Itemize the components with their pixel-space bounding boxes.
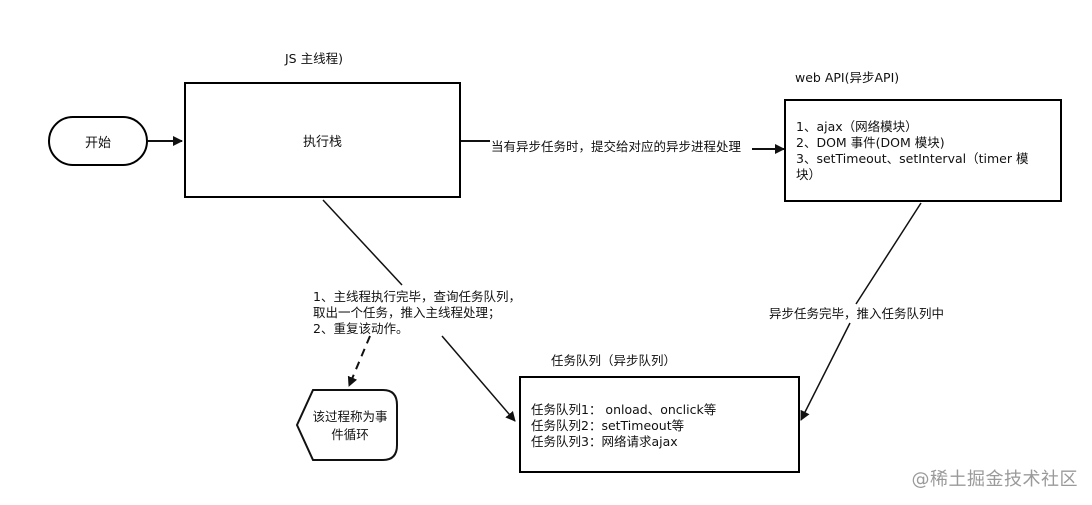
loop-step-line: 1、主线程执行完毕，查询任务队列， [313,289,521,304]
web-api-box: 1、ajax（网络模块） 2、DOM 事件(DOM 模块) 3、setTimeo… [784,99,1062,202]
arrow-stack-to-queue [441,335,516,422]
event-loop-label: 该过程称为事件循环 [312,409,388,442]
task-queue-box: 任务队列1： onload、onclick等 任务队列2：setTimeout等… [519,376,800,473]
call-stack-label: 执行栈 [302,134,342,150]
call-stack-box: 执行栈 [184,82,461,198]
arrow-stack-top-segment [322,199,403,286]
edge-label-to-queue: 异步任务完毕，推入任务队列中 [769,306,945,321]
web-api-item: 1、ajax（网络模块） [796,119,918,134]
arrow-webapi-to-queue [800,322,851,421]
start-node: 开始 [48,116,148,166]
web-api-title: web API(异步API) [795,70,900,85]
dashed-arrow-event-loop [347,335,371,387]
loop-step-line: 取出一个任务，推入主线程处理； [313,305,501,320]
queue-item: 任务队列1： onload、onclick等 [531,402,717,417]
main-thread-title: JS 主线程) [285,51,343,66]
queue-title: 任务队列（异步队列） [551,353,677,368]
watermark: @稀土掘金技术社区 [911,469,1078,490]
loop-steps: 1、主线程执行完毕，查询任务队列， 取出一个任务，推入主线程处理； 2、重复该动… [313,289,521,337]
web-api-item: 2、DOM 事件(DOM 模块) [796,135,945,150]
arrow-webapi-top-segment [855,202,922,305]
web-api-item: 块） [796,167,822,182]
queue-item: 任务队列3：网络请求ajax [531,434,678,449]
queue-item: 任务队列2：setTimeout等 [531,418,685,433]
start-label: 开始 [84,135,111,151]
loop-step-line: 2、重复该动作。 [313,321,409,336]
event-loop-shape [295,389,398,461]
web-api-item: 3、setTimeout、setInterval（timer 模 [796,151,1029,166]
edge-label-to-webapi: 当有异步任务时，提交给对应的异步进程处理 [491,139,742,154]
